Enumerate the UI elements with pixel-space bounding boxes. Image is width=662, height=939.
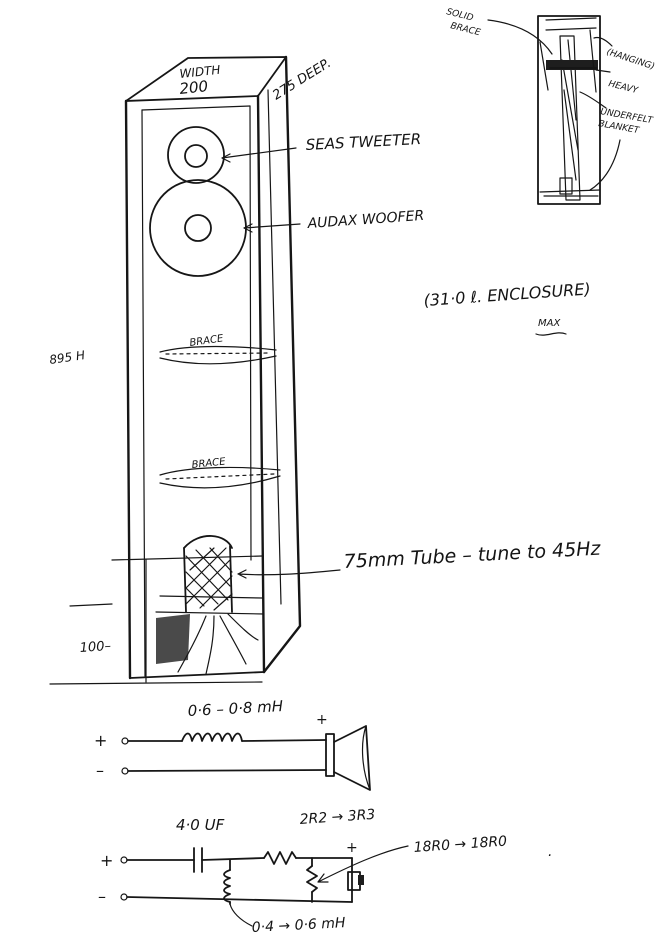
bottom-label: 100–	[79, 639, 111, 656]
woofer-leader	[243, 223, 301, 233]
max-underline	[535, 332, 567, 336]
upper-brace-drawing	[159, 345, 277, 365]
plus-terminal-2: +	[100, 851, 113, 870]
woofer-label: AUDAX WOOFER	[306, 208, 425, 232]
plus-terminal-1: +	[94, 731, 107, 750]
driver-plus-2: +	[346, 840, 358, 856]
tube-leader	[237, 569, 341, 579]
shunt-resistor	[306, 865, 318, 893]
tweeter-drawing	[167, 126, 225, 184]
solid-brace-label-2: BRACE	[449, 21, 481, 38]
cabinet-front	[124, 99, 132, 680]
tweeter-circuit	[121, 725, 371, 791]
tweeter-label: SEAS TWEETER	[305, 130, 421, 154]
woofer-circuit	[120, 845, 409, 927]
series-resistor	[263, 851, 297, 865]
enclosure-volume: (31·0 ℓ. ENCLOSURE)	[423, 279, 591, 310]
solid-brace-label-1: SOLID	[445, 7, 474, 23]
tube-label: 75mm Tube – tune to 45Hz	[343, 538, 602, 573]
tweeter-leader	[221, 147, 297, 163]
height-label: 895 H	[48, 348, 85, 367]
minus-terminal-2: –	[98, 887, 106, 906]
minus-terminal-1: –	[96, 761, 104, 780]
hanging-label: (HANGING)	[605, 47, 656, 72]
driver-cone	[333, 725, 371, 791]
upper-brace-label: BRACE	[189, 333, 225, 349]
depth-label: 275 DEEP.	[270, 56, 334, 103]
port-tube-drawing	[69, 535, 265, 683]
lower-brace-drawing	[159, 466, 281, 489]
width-value: 200	[179, 77, 209, 98]
series-resistor-value: 2R2 → 3R3	[299, 807, 376, 828]
cabinet-side	[262, 55, 302, 674]
enclosure-max: MAX	[538, 318, 561, 329]
woofer-drawing	[149, 179, 247, 277]
heavy-label: HEAVY	[607, 79, 640, 96]
width-label: WIDTH	[179, 63, 221, 81]
section-detail	[487, 15, 621, 205]
inductor-coil	[181, 732, 243, 742]
capacitor	[193, 847, 203, 873]
shunt-inductor-value: 0·4 → 0·6 mH	[251, 915, 346, 936]
capacitor-value: 4·0 UF	[176, 816, 225, 834]
lower-brace-label: BRACE	[191, 456, 227, 471]
cabinet-drawing	[49, 55, 341, 685]
inductor-value-1: 0·6 – 0·8 mH	[187, 697, 283, 720]
driver-plus-1: +	[316, 712, 328, 728]
shunt-inductor	[223, 869, 231, 903]
stray-dot: .	[548, 844, 552, 860]
driver-body	[325, 733, 335, 777]
shunt-resistor-value: 18R0 → 18R0	[413, 833, 508, 855]
